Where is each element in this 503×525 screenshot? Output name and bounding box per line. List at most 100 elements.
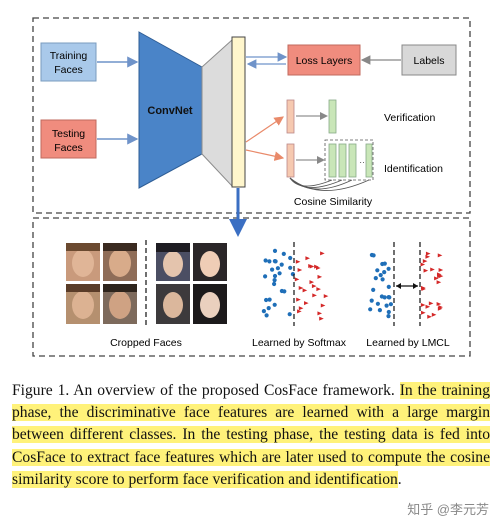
caption-suffix: .: [397, 470, 402, 488]
lmcl-blue-point-2: [380, 277, 385, 282]
softmax-blue-point-3: [288, 255, 293, 261]
softmax-blue-point-22: [272, 302, 277, 307]
softmax-blue-point-16: [263, 258, 268, 263]
softmax-red-point-14: [305, 256, 310, 261]
softmax-blue-point-8: [275, 266, 280, 271]
gallery-feature-4: [365, 143, 373, 178]
verification-branch-arrow: [245, 116, 284, 143]
lmcl-red-point-10: [423, 268, 429, 273]
lmcl-blue-point-15: [369, 252, 374, 258]
softmax-red-point-23: [317, 274, 323, 279]
lmcl-red-point-1: [436, 301, 442, 306]
identification-probe-feature: [286, 143, 295, 178]
gallery-feature-2: [338, 143, 347, 178]
lmcl-blue-point-22: [382, 261, 387, 266]
lmcl-red-point-22: [421, 286, 426, 291]
lmcl-margin-arrowhead-right: [413, 283, 418, 289]
softmax-red-point-17: [316, 287, 321, 292]
cosine-similarity-label: Cosine Similarity: [294, 196, 373, 208]
softmax-blue-point-1: [287, 312, 292, 317]
bottom-dashed-frame: [32, 217, 471, 357]
softmax-blue-point-13: [273, 259, 278, 264]
lmcl-blue-point-6: [384, 303, 389, 308]
training-faces-label-2: Faces: [54, 64, 83, 76]
softmax-red-point-4: [295, 259, 301, 264]
cropped-faces-label: Cropped Faces: [110, 337, 182, 349]
training-faces-box: [40, 42, 97, 82]
lmcl-red-point-4: [430, 267, 435, 272]
softmax-red-point-19: [294, 277, 300, 282]
fc-expansion-block: [201, 38, 233, 188]
top-dashed-frame: [32, 17, 471, 214]
softmax-red-point-6: [297, 268, 303, 273]
lmcl-red-point-20: [437, 274, 442, 279]
loss-layers-box: [287, 44, 361, 76]
softmax-red-point-1: [319, 316, 324, 321]
softmax-blue-point-25: [281, 251, 286, 256]
softmax-blue-point-17: [272, 248, 278, 253]
lmcl-red-point-23: [431, 312, 437, 317]
lmcl-blue-point-14: [377, 308, 382, 313]
softmax-blue-point-20: [288, 265, 293, 270]
lmcl-red-point-14: [427, 314, 432, 319]
gallery-ellipsis: …: [359, 155, 368, 165]
softmax-feature-plot: [261, 248, 329, 321]
lmcl-feature-plot: [368, 251, 444, 319]
softmax-label: Learned by Softmax: [252, 337, 347, 349]
softmax-blue-point-26: [267, 297, 272, 302]
lmcl-blue-point-9: [387, 295, 392, 300]
identification-label: Identification: [384, 163, 443, 175]
verification-feature-b: [328, 99, 337, 134]
lmcl-blue-point-13: [386, 284, 391, 289]
gallery-feature-3: [348, 143, 357, 178]
softmax-red-point-15: [311, 284, 317, 289]
lmcl-red-point-6: [425, 251, 431, 256]
labels-label: Labels: [414, 55, 445, 67]
testing-faces-label-1: Testing: [52, 128, 85, 140]
lmcl-blue-point-19: [386, 309, 391, 315]
softmax-blue-point-11: [261, 309, 266, 314]
lmcl-blue-point-16: [375, 301, 380, 306]
gallery-dashed-box: [324, 139, 374, 181]
softmax-blue-point-23: [272, 273, 278, 279]
cosine-arc-4: [289, 177, 370, 191]
lmcl-margin-arrowhead-left: [396, 283, 401, 289]
lmcl-red-point-18: [425, 254, 431, 259]
softmax-blue-point-5: [279, 262, 284, 267]
softmax-blue-point-19: [279, 288, 284, 294]
lmcl-blue-point-24: [375, 268, 380, 273]
watermark: 知乎 @李元芳: [407, 502, 489, 517]
lmcl-blue-point-21: [371, 287, 376, 292]
softmax-red-point-24: [323, 294, 329, 299]
lmcl-red-point-17: [437, 306, 443, 311]
lmcl-blue-point-23: [373, 276, 378, 281]
softmax-red-point-3: [312, 293, 317, 298]
softmax-red-point-11: [314, 264, 319, 269]
lmcl-red-point-13: [436, 280, 442, 285]
lmcl-red-point-15: [420, 302, 426, 307]
softmax-red-point-5: [320, 303, 326, 308]
convnet-label: ConvNet: [147, 105, 193, 117]
softmax-blue-point-21: [272, 278, 277, 283]
softmax-blue-point-24: [267, 259, 272, 264]
softmax-red-point-2: [298, 285, 304, 290]
softmax-red-point-8: [302, 288, 308, 293]
lmcl-blue-point-4: [388, 302, 393, 307]
figure-caption: Figure 1. An overview of the proposed Co…: [12, 380, 490, 491]
lmcl-red-point-24: [434, 276, 439, 281]
feature-vector-bar: [231, 36, 246, 188]
softmax-blue-point-14: [277, 271, 282, 276]
cosface-figure: Training Faces Testing Faces ConvNet Los…: [32, 17, 471, 357]
softmax-red-point-21: [320, 251, 325, 256]
lmcl-red-point-19: [428, 301, 434, 306]
lmcl-red-point-2: [438, 268, 444, 273]
softmax-red-point-20: [297, 309, 302, 314]
lmcl-blue-point-7: [378, 273, 383, 278]
softmax-red-point-13: [304, 301, 309, 306]
lmcl-blue-point-1: [369, 298, 374, 303]
labels-box: [401, 44, 457, 76]
softmax-red-point-16: [296, 297, 301, 302]
softmax-blue-point-2: [263, 274, 268, 279]
caption-prefix: Figure 1. An overview of the proposed Co…: [12, 382, 400, 399]
softmax-red-point-18: [309, 280, 315, 285]
